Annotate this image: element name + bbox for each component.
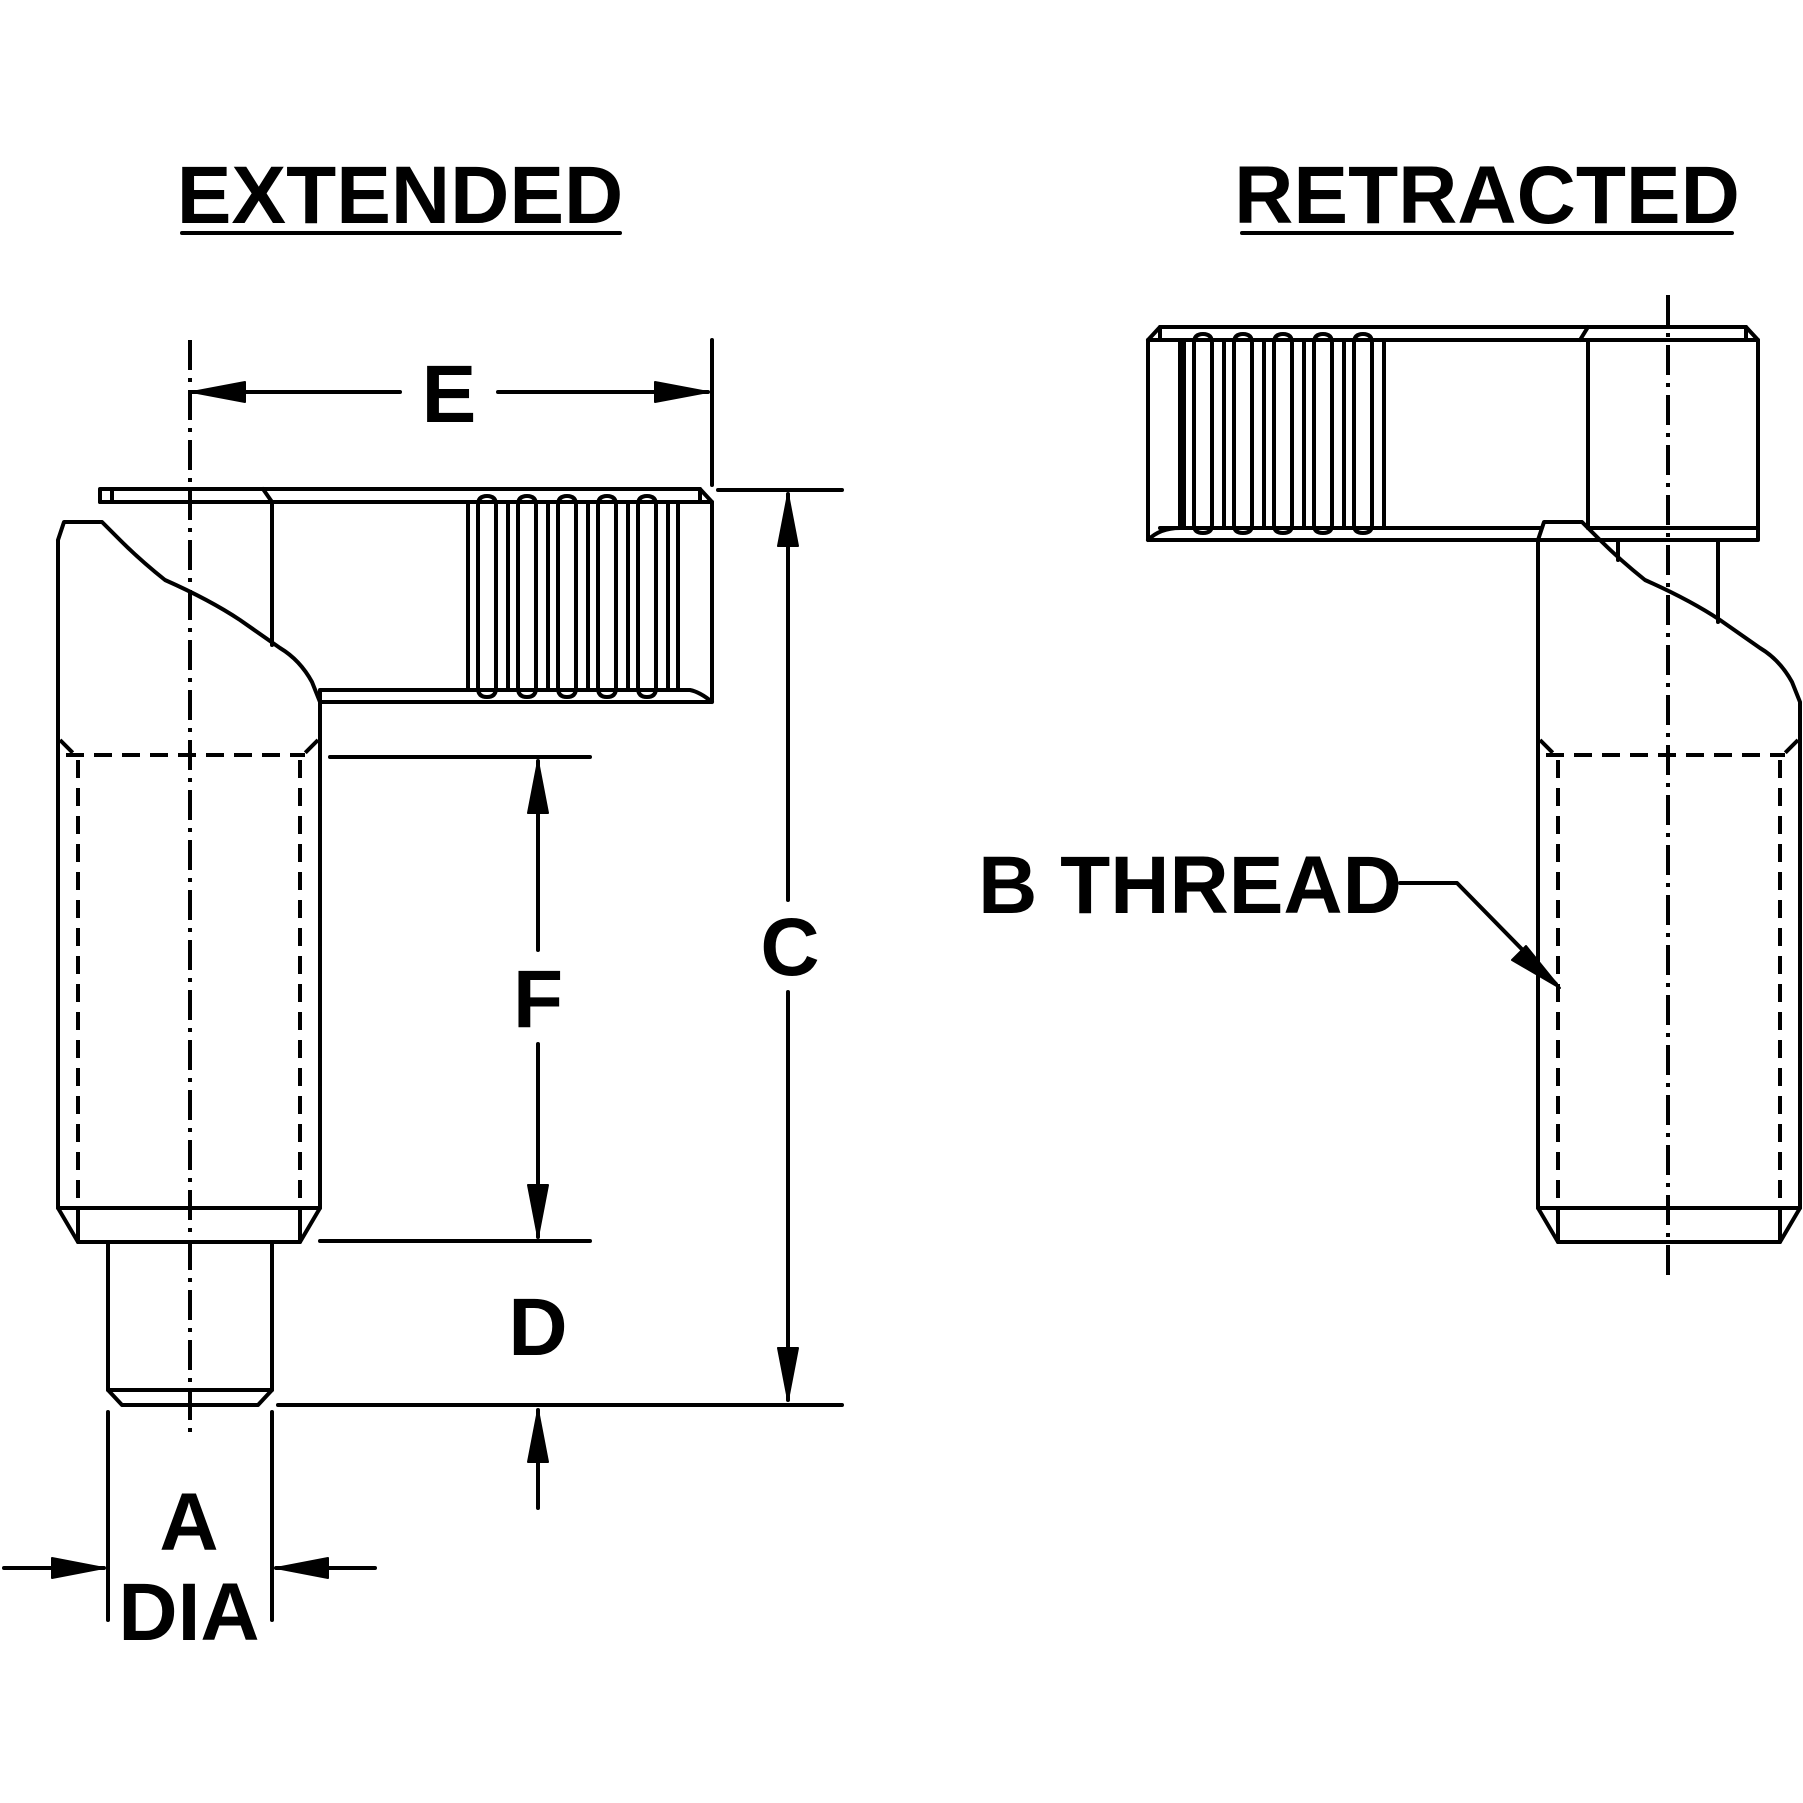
retracted-view <box>1146 295 1802 1278</box>
dimension-f: F <box>318 755 592 1243</box>
dimension-f-arrow-top <box>527 760 549 814</box>
dimension-c-arrow-bottom <box>777 1347 799 1401</box>
extended-knurl <box>466 494 670 699</box>
dimension-e-label: E <box>422 349 477 440</box>
dimension-a-arrow-left <box>51 1557 105 1579</box>
dimension-a-label: A <box>159 1477 218 1568</box>
title-retracted: RETRACTED <box>1234 150 1740 241</box>
callout-b-thread-label: B THREAD <box>978 840 1402 931</box>
dimension-d-label: D <box>508 1282 567 1373</box>
retracted-knurl <box>1182 332 1386 535</box>
title-extended: EXTENDED <box>177 150 624 241</box>
dimension-c-label: C <box>760 902 819 993</box>
dimension-d: D <box>508 1282 568 1510</box>
dimension-e: E <box>190 338 714 487</box>
dimension-f-arrow-bottom <box>527 1184 549 1238</box>
dimension-f-label: F <box>513 954 563 1045</box>
dimension-c: C <box>276 488 844 1407</box>
callout-b-thread-arrow <box>1511 945 1561 989</box>
dimension-a-arrow-right <box>275 1557 329 1579</box>
retracted-handle <box>1146 325 1760 542</box>
dimension-a-dia: A DIA <box>2 1410 377 1658</box>
dimension-e-arrow-right <box>654 381 709 403</box>
extended-handle <box>98 487 714 704</box>
title-retracted-text: RETRACTED <box>1234 150 1740 241</box>
dimension-e-arrow-left <box>191 381 246 403</box>
dimension-dia-label: DIA <box>118 1567 259 1658</box>
title-extended-text: EXTENDED <box>177 150 624 241</box>
extended-view <box>56 340 714 1440</box>
callout-b-thread: B THREAD <box>978 840 1561 989</box>
retracted-body <box>1536 520 1802 1244</box>
dimension-c-arrow-top <box>777 493 799 547</box>
dimension-d-arrow <box>527 1409 549 1463</box>
